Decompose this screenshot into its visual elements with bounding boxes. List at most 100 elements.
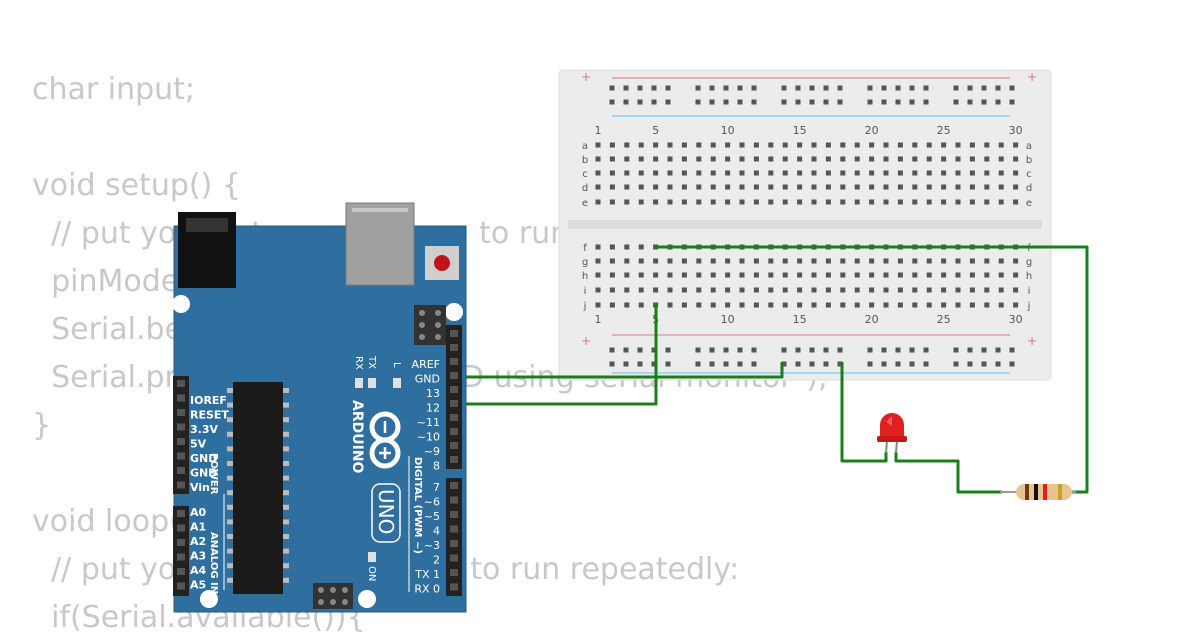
model-badge: UNO — [371, 483, 401, 543]
row-letter: e — [1026, 198, 1032, 209]
digital-header-lower — [446, 478, 462, 596]
mounting-hole — [445, 303, 463, 321]
analog-pin-label: A0 — [190, 506, 207, 519]
wire-led-anode[interactable] — [894, 452, 1002, 494]
wires — [454, 245, 1089, 494]
wire-row-f[interactable] — [656, 245, 1089, 494]
red-led[interactable] — [877, 413, 907, 454]
digital-header-label: DIGITAL (PWM ~) — [412, 457, 423, 554]
column-number: 30 — [1009, 313, 1023, 326]
power-pin-label: GND — [190, 467, 217, 480]
tx-led — [368, 378, 376, 388]
power-pin-label: GND — [190, 452, 217, 465]
column-number: 1 — [595, 313, 602, 326]
code-line: void setup() { — [32, 168, 241, 203]
row-letter: g — [1026, 257, 1032, 268]
column-number: 15 — [793, 124, 807, 137]
digital-pin-label: ~10 — [417, 431, 440, 444]
row-letter: f — [583, 243, 587, 254]
row-letter: g — [582, 257, 588, 268]
analog-header-label: ANALOG IN — [208, 532, 219, 594]
tx-label: TX — [366, 355, 377, 369]
breadboard-holes — [595, 85, 1019, 367]
on-label: ON — [366, 566, 377, 581]
row-letter: a — [1026, 141, 1032, 152]
wire-gnd[interactable] — [454, 362, 784, 379]
power-header — [173, 376, 189, 494]
rx-led — [355, 378, 363, 388]
microcontroller-chip — [233, 382, 283, 594]
digital-pin-label: ~9 — [424, 445, 440, 458]
row-letter: h — [1026, 271, 1032, 282]
rail-plus-bottom-right: + — [1027, 334, 1037, 348]
column-number: 10 — [721, 124, 735, 137]
rail-plus-top-right: + — [1027, 70, 1037, 84]
column-number: 25 — [937, 124, 951, 137]
rx-label: RX — [353, 356, 364, 370]
row-letter: b — [582, 155, 588, 166]
l-led — [393, 378, 401, 388]
column-number: 5 — [652, 124, 659, 137]
mounting-hole — [358, 590, 376, 608]
digital-pin-label: 2 — [433, 554, 440, 567]
digital-pin-label: 12 — [426, 402, 440, 415]
power-pin-label: 5V — [190, 438, 207, 451]
digital-pin-label: RX 0 — [414, 583, 440, 596]
column-number: 20 — [865, 313, 879, 326]
power-header-label: POWER — [208, 453, 219, 495]
analog-pin-label: A2 — [190, 535, 206, 548]
digital-pin-label: ~3 — [424, 539, 440, 552]
row-letter: j — [1027, 301, 1031, 312]
rail-plus-bottom-left: + — [581, 334, 591, 348]
arduino-uno-board[interactable]: RX TX L ON ARDUINO UNO DIGITAL (PWM ~) P… — [172, 202, 467, 613]
analog-pin-label: A1 — [190, 521, 206, 534]
row-letter: i — [584, 286, 587, 297]
row-letter: b — [1026, 155, 1032, 166]
row-letter: e — [582, 198, 588, 209]
row-letter: h — [582, 271, 588, 282]
column-number: 30 — [1009, 124, 1023, 137]
digital-pin-label: AREF — [412, 358, 440, 371]
power-pin-label: Vin — [190, 481, 210, 494]
digital-pin-label: 7 — [433, 481, 440, 494]
row-letter: a — [582, 141, 588, 152]
brand-label: ARDUINO — [349, 400, 365, 474]
analog-pin-label: A5 — [190, 579, 206, 592]
column-number: 15 — [793, 313, 807, 326]
row-letter: j — [583, 301, 587, 312]
mounting-hole — [172, 295, 190, 313]
code-line: char input; — [32, 72, 196, 107]
wire-led-cathode[interactable] — [840, 362, 888, 463]
row-letter: c — [582, 169, 588, 180]
row-letter: d — [1026, 183, 1032, 194]
digital-pin-label: GND — [415, 373, 440, 386]
arduino-logo — [369, 411, 401, 469]
column-number: 10 — [721, 313, 735, 326]
analog-pin-label: A3 — [190, 550, 206, 563]
l-label: L — [391, 362, 402, 368]
digital-pin-label: 13 — [426, 387, 440, 400]
icsp-header-top — [414, 305, 446, 345]
digital-pin-label: ~11 — [417, 416, 440, 429]
column-number: 25 — [937, 313, 951, 326]
column-number: 1 — [595, 124, 602, 137]
digital-pin-label: ~6 — [424, 496, 440, 509]
rail-plus-top-left: + — [581, 70, 591, 84]
digital-pin-label: TX 1 — [414, 568, 440, 581]
digital-pin-label: 8 — [433, 460, 440, 473]
usb-connector — [345, 202, 415, 286]
power-pin-label: 3.3V — [190, 423, 218, 436]
digital-pin-label: ~5 — [424, 510, 440, 523]
icsp-header-bottom — [313, 583, 353, 609]
resistor[interactable] — [1000, 484, 1076, 500]
model-label: UNO — [374, 489, 398, 534]
code-line: } — [32, 408, 52, 443]
column-number: 20 — [865, 124, 879, 137]
power-pin-label: IOREF — [190, 394, 227, 407]
wire-pin13[interactable] — [454, 304, 658, 406]
chip-pins — [227, 388, 289, 583]
mounting-hole — [200, 590, 218, 608]
